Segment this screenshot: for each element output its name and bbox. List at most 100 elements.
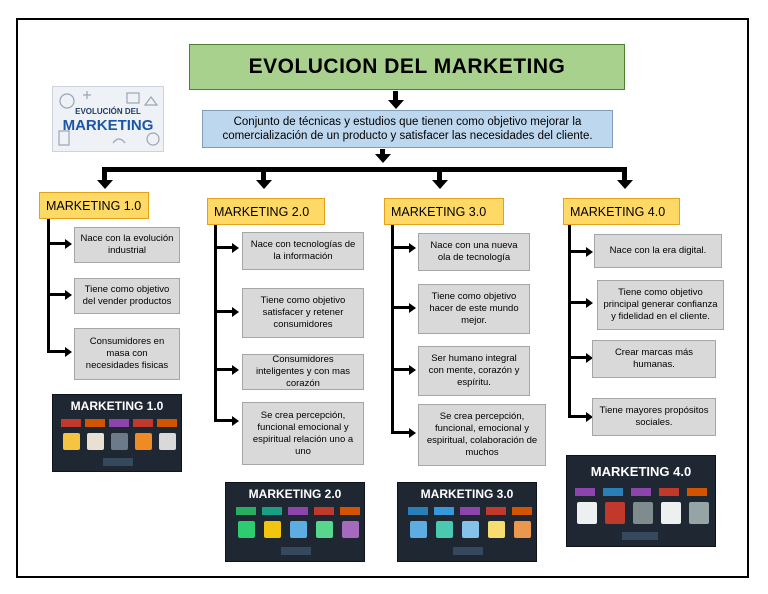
branch-line	[391, 306, 409, 309]
thumb-chip	[109, 419, 129, 427]
thumb-chip	[603, 488, 623, 496]
item-box: Se crea percepción, funcional emocional …	[242, 402, 364, 465]
item-box: Consumidores inteligentes y con mas cora…	[242, 354, 364, 390]
thumb-image-icon	[316, 521, 333, 538]
item-box: Nace con una nueva ola de tecnología	[418, 233, 530, 271]
item-box: Se crea percepción, funcional, emocional…	[418, 404, 546, 466]
thumb-chip	[486, 507, 506, 515]
diagram-frame	[16, 18, 749, 578]
thumb-image-icon	[238, 521, 255, 538]
logo-subtitle: EVOLUCIÓN DEL	[75, 107, 141, 116]
branch-line	[47, 350, 65, 353]
arrow-right-icon	[586, 412, 593, 422]
thumb-image-icon	[264, 521, 281, 538]
thumb-chip	[340, 507, 360, 515]
arrow-right-icon	[65, 290, 72, 300]
arrow-down-icon	[617, 180, 633, 189]
arrow-right-icon	[586, 247, 593, 257]
arrow-down-icon	[388, 100, 404, 109]
thumb-chip	[575, 488, 595, 496]
spine-line	[47, 219, 50, 350]
era-label-marketing-2: MARKETING 2.0	[207, 198, 325, 225]
thumb-image-icon	[63, 433, 80, 450]
thumbnail-marketing-3: MARKETING 3.0	[397, 482, 537, 562]
item-box: Tiene como objetivo hacer de este mundo …	[418, 284, 530, 334]
thumb-chip	[236, 507, 256, 515]
arrow-down-icon	[432, 180, 448, 189]
arrow-right-icon	[232, 416, 239, 426]
arrow-right-icon	[65, 239, 72, 249]
arrow-right-icon	[586, 353, 593, 363]
thumb-chip	[61, 419, 81, 427]
item-box: Nace con la evolución industrial	[74, 227, 180, 263]
thumb-chip	[314, 507, 334, 515]
thumb-chip	[85, 419, 105, 427]
thumb-chip	[103, 458, 133, 466]
branch-bar	[102, 167, 627, 172]
thumb-chip	[453, 547, 483, 555]
spine-line	[568, 225, 571, 418]
branch-line	[391, 246, 409, 249]
connector-line	[393, 91, 398, 101]
arrow-right-icon	[409, 365, 416, 375]
thumb-chip	[408, 507, 428, 515]
thumbnail-title: MARKETING 2.0	[248, 487, 342, 501]
thumb-image-icon	[111, 433, 128, 450]
marketing-doodle-icon	[58, 91, 160, 146]
item-box: Tiene mayores propósitos sociales.	[592, 398, 716, 436]
logo-title: MARKETING	[62, 117, 154, 134]
arrow-right-icon	[409, 303, 416, 313]
thumb-chip	[434, 507, 454, 515]
marketing-logo: EVOLUCIÓN DEL MARKETING	[52, 86, 164, 152]
branch-line	[568, 415, 586, 418]
thumbnail-marketing-2: MARKETING 2.0	[225, 482, 365, 562]
era-label-marketing-3: MARKETING 3.0	[384, 198, 504, 225]
branch-line	[568, 356, 586, 359]
thumbnail-title: MARKETING 4.0	[590, 464, 692, 479]
item-box: Consumidores en masa con necesidades fis…	[74, 328, 180, 380]
item-box: Nace con tecnologías de la información	[242, 232, 364, 270]
era-label-marketing-1: MARKETING 1.0	[39, 192, 149, 219]
thumb-image-icon	[342, 521, 359, 538]
thumb-image-icon	[87, 433, 104, 450]
item-box: Tiene como objetivo satisfacer y retener…	[242, 288, 364, 338]
branch-line	[214, 310, 232, 313]
arrow-right-icon	[65, 347, 72, 357]
item-box: Nace con la era digital.	[594, 234, 722, 268]
thumb-chip	[687, 488, 707, 496]
connector-line	[437, 170, 442, 180]
thumb-image-icon	[290, 521, 307, 538]
thumb-image-icon	[605, 502, 625, 524]
thumb-chip	[512, 507, 532, 515]
thumb-image-icon	[135, 433, 152, 450]
branch-line	[391, 431, 409, 434]
thumb-chip	[262, 507, 282, 515]
item-box: Ser humano integral con mente, corazón y…	[418, 346, 530, 396]
thumbnail-title: MARKETING 3.0	[420, 487, 514, 501]
item-box: Tiene como objetivo principal generar co…	[597, 280, 724, 330]
thumb-image-icon	[514, 521, 531, 538]
branch-line	[47, 293, 65, 296]
connector-line	[261, 170, 266, 180]
branch-line	[391, 368, 409, 371]
item-box: Tiene como objetivo del vender productos	[74, 278, 180, 314]
thumbnail-title: MARKETING 1.0	[70, 399, 164, 413]
item-box: Crear marcas más humanas.	[592, 340, 716, 378]
thumb-chip	[622, 532, 658, 540]
definition-box: Conjunto de técnicas y estudios que tien…	[202, 110, 613, 148]
arrow-down-icon	[256, 180, 272, 189]
thumb-chip	[659, 488, 679, 496]
branch-line	[214, 246, 232, 249]
thumb-chip	[133, 419, 153, 427]
spine-line	[214, 225, 217, 419]
arrow-right-icon	[409, 243, 416, 253]
connector-line	[380, 149, 385, 155]
thumb-image-icon	[159, 433, 176, 450]
thumb-image-icon	[462, 521, 479, 538]
connector-line	[102, 170, 107, 180]
thumbnail-marketing-1: MARKETING 1.0	[52, 394, 182, 472]
arrow-right-icon	[586, 298, 593, 308]
spine-line	[391, 225, 394, 431]
branch-line	[214, 368, 232, 371]
thumb-chip	[460, 507, 480, 515]
